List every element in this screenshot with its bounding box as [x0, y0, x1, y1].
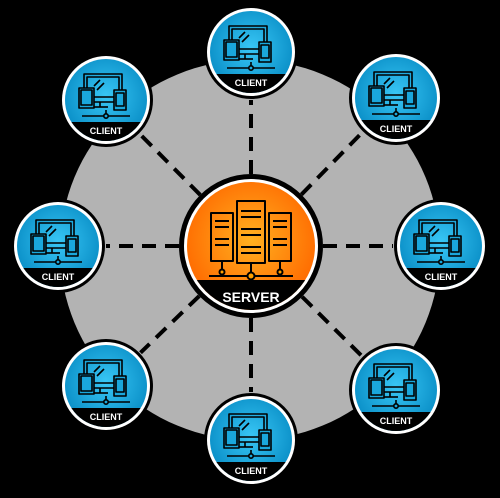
client-label: CLIENT	[90, 412, 123, 422]
devices-icon	[223, 413, 275, 460]
client-label: CLIENT	[235, 466, 268, 476]
connector-line-8	[138, 132, 202, 197]
client-label: CLIENT	[425, 272, 458, 282]
devices-icon	[78, 359, 130, 406]
connector-line-4	[300, 295, 364, 358]
devices-icon	[223, 25, 275, 72]
connector-lines	[106, 100, 393, 392]
client-label: CLIENT	[90, 126, 123, 136]
devices-icon	[368, 363, 420, 410]
client-node-4: CLIENT	[349, 343, 443, 437]
client-label: CLIENT	[42, 272, 75, 282]
client-node-3: CLIENT	[394, 199, 488, 293]
client-label: CLIENT	[380, 416, 413, 426]
server-label: SERVER	[222, 289, 279, 305]
client-node-7: CLIENT	[11, 199, 105, 293]
server-rack-icon	[209, 200, 293, 281]
connector-line-6	[139, 294, 201, 355]
client-node-5: CLIENT	[204, 393, 298, 487]
client-node-8: CLIENT	[59, 53, 153, 147]
devices-icon	[30, 219, 82, 266]
client-nodes: CLIENT CLIENT CLIENT CLIENT CLIENT CLIENT CLIE…	[11, 5, 488, 487]
client-label: CLIENT	[380, 124, 413, 134]
client-label: CLIENT	[235, 78, 268, 88]
connector-line-2	[299, 130, 364, 196]
client-node-1: CLIENT	[204, 5, 298, 99]
devices-icon	[413, 219, 465, 266]
devices-icon	[78, 73, 130, 120]
client-node-6: CLIENT	[59, 339, 153, 433]
server-node: SERVER	[179, 174, 323, 318]
devices-icon	[368, 71, 420, 118]
client-node-2: CLIENT	[349, 51, 443, 145]
